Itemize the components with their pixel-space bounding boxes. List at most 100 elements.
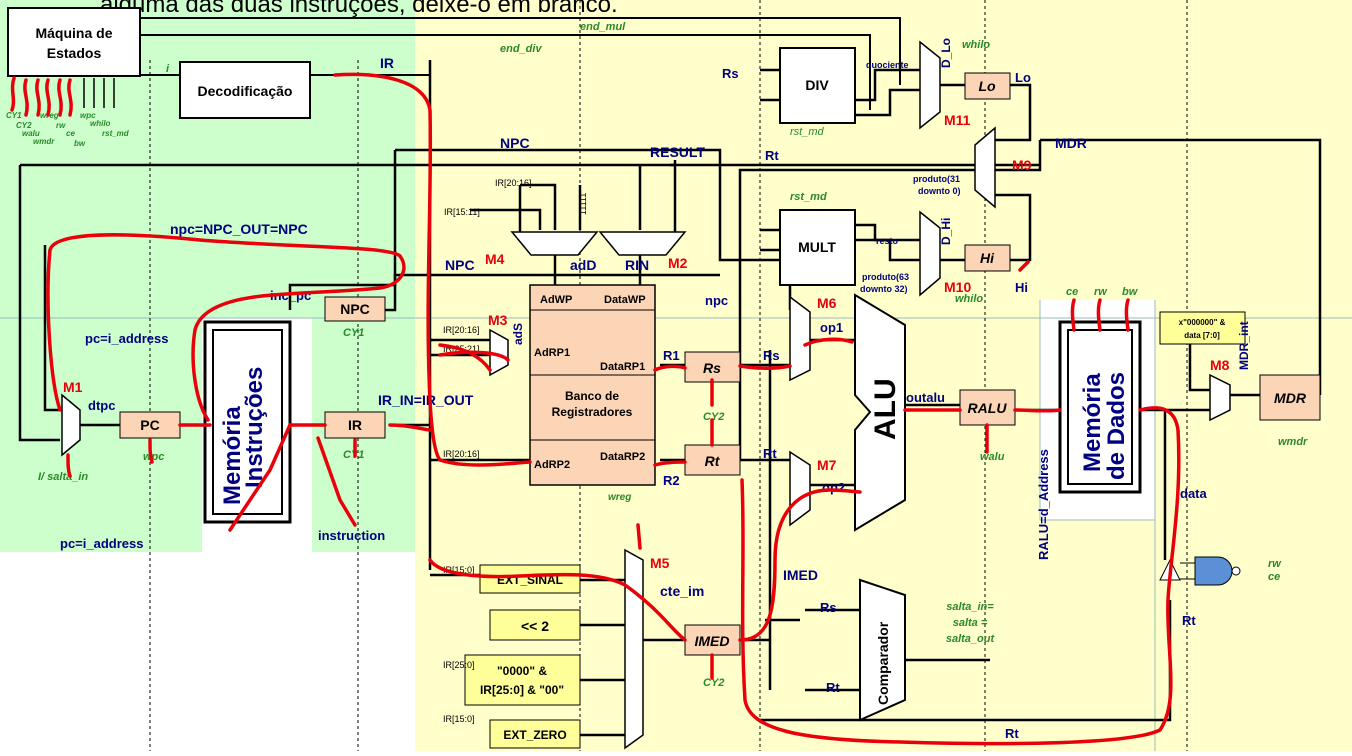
sig-rt-bottom: Rt bbox=[1005, 726, 1019, 741]
sig-result: RESULT bbox=[650, 144, 705, 160]
ctl-wreg: wreg bbox=[608, 492, 631, 503]
sig-resto: resto bbox=[876, 236, 899, 246]
ctl-rw-gate: rw bbox=[1268, 558, 1282, 570]
ctl-wmdr: wmdr bbox=[1278, 436, 1308, 448]
fsm-block: Máquina de Estados bbox=[8, 8, 140, 76]
sig-mdr-int: MDR_int bbox=[1237, 321, 1251, 370]
ctl-cy2-imed: CY2 bbox=[703, 677, 724, 689]
bank-datawp: DataWP bbox=[604, 294, 646, 306]
fsm-out-wmdr: wmdr bbox=[33, 137, 55, 146]
bit-ir250: IR[25:0] bbox=[443, 660, 475, 670]
sig-npc-small: npc bbox=[705, 293, 728, 308]
sig-rs-line: Rs bbox=[763, 348, 780, 363]
mux-label-m7: M7 bbox=[817, 457, 837, 473]
instruction-memory: Memória Instruções bbox=[205, 322, 290, 522]
mux-label-m11: M11 bbox=[944, 112, 971, 128]
sig-dtpc: dtpc bbox=[88, 398, 115, 413]
sig-outalu: outalu bbox=[906, 390, 945, 405]
shift-label: << 2 bbox=[521, 618, 549, 634]
bit-ir2016: IR[20:16] bbox=[495, 178, 532, 188]
mux-label-m3: M3 bbox=[488, 312, 508, 328]
mult-label: MULT bbox=[798, 239, 836, 255]
bank-adrp2: AdRP2 bbox=[534, 459, 570, 471]
fsm-out-rst-md: rst_md bbox=[102, 129, 130, 138]
reg-rt: Rt bbox=[705, 453, 721, 469]
reg-rs: Rs bbox=[703, 360, 721, 376]
ctl-ce-gate: ce bbox=[1268, 571, 1280, 583]
ctl-rw: rw bbox=[1094, 286, 1108, 298]
bank-title-2: Registradores bbox=[552, 405, 633, 419]
sig-ir-in: IR_IN=IR_OUT bbox=[378, 392, 474, 408]
fsm-out-whilo: whilo bbox=[90, 119, 111, 128]
salta-3: salta_out bbox=[946, 633, 996, 645]
sig-ralu-addr: RALU=d_Address bbox=[1036, 449, 1051, 560]
imem-line2: Instruções bbox=[241, 367, 268, 488]
sig-pc-addr-bottom: pc=i_address bbox=[60, 536, 143, 551]
fsm-out-bw: bw bbox=[74, 139, 86, 148]
sig-op2: op2 bbox=[822, 480, 845, 495]
mux-label-m2: M2 bbox=[668, 255, 688, 271]
ctl-rst-md-div: rst_md bbox=[790, 126, 825, 138]
comparator-block: Comparador bbox=[860, 580, 905, 720]
ctl-walu: walu bbox=[980, 451, 1005, 463]
div-label: DIV bbox=[805, 77, 829, 93]
ctl-rst-md-mult: rst_md bbox=[790, 191, 827, 203]
comparator-label: Comparador bbox=[875, 621, 891, 705]
reg-hi: Hi bbox=[980, 250, 995, 266]
bit-ir2016-b: IR[20:16] bbox=[443, 325, 480, 335]
sig-imed: IMED bbox=[783, 567, 818, 583]
sig-ads: adS bbox=[511, 323, 525, 345]
concat-label-1: "0000" & bbox=[497, 664, 547, 678]
sig-prod-high-2: downto 32) bbox=[860, 284, 908, 294]
sig-rt-right: Rt bbox=[1182, 613, 1196, 628]
fsm-title-line2: Estados bbox=[47, 45, 102, 61]
sig-add: adD bbox=[570, 257, 596, 273]
mdr-const-2: data [7:0] bbox=[1184, 331, 1220, 340]
dmem-line2: de Dados bbox=[1103, 372, 1130, 480]
sig-rt-comp: Rt bbox=[826, 680, 840, 695]
sig-pc-addr-top: pc=i_address bbox=[85, 331, 168, 346]
mux-label-m9: M9 bbox=[1012, 157, 1032, 173]
sig-rt-div: Rt bbox=[765, 148, 779, 163]
sig-d-hi: D_Hi bbox=[939, 218, 953, 245]
sig-rt-line: Rt bbox=[763, 446, 777, 461]
reg-npc: NPC bbox=[340, 301, 370, 317]
sig-ir: IR bbox=[380, 55, 394, 71]
ctl-whilo-top: whilo bbox=[962, 39, 990, 51]
fsm-title-line1: Máquina de bbox=[35, 25, 112, 41]
fsm-out-cy1: CY1 bbox=[6, 111, 22, 120]
data-memory: Memória de Dados bbox=[1060, 322, 1140, 492]
reg-pc: PC bbox=[140, 417, 159, 433]
sig-instruction: instruction bbox=[318, 528, 385, 543]
salta-1: salta_in= bbox=[946, 601, 994, 613]
bank-title-1: Banco de bbox=[565, 389, 619, 403]
sig-prod-low-2: downto 0) bbox=[918, 186, 961, 196]
sig-rin: RIN bbox=[625, 257, 649, 273]
sig-rs-div: Rs bbox=[722, 66, 739, 81]
concat-label-2: IR[25:0] & "00" bbox=[480, 683, 564, 697]
reg-ralu: RALU bbox=[968, 400, 1008, 416]
mux-label-m8: M8 bbox=[1210, 357, 1230, 373]
sig-data: data bbox=[1180, 486, 1208, 501]
sig-quociente: quociente bbox=[866, 60, 909, 70]
bank-adwp: AdWP bbox=[540, 294, 572, 306]
ctl-bw: bw bbox=[1122, 286, 1139, 298]
decoder-label: Decodificação bbox=[198, 83, 293, 99]
ctl-cy1-npc: CY1 bbox=[343, 327, 364, 339]
sig-d-lo: D_Lo bbox=[939, 38, 953, 68]
ext-zero-label: EXT_ZERO bbox=[503, 728, 566, 742]
mux-label-m5: M5 bbox=[650, 555, 670, 571]
sig-op1: op1 bbox=[820, 320, 843, 335]
reg-lo: Lo bbox=[978, 78, 996, 94]
mux-label-m6: M6 bbox=[817, 295, 837, 311]
reg-imed: IMED bbox=[695, 633, 730, 649]
ctl-end-div: end_div bbox=[500, 43, 542, 55]
reg-ir: IR bbox=[348, 417, 362, 433]
ctl-ce: ce bbox=[1066, 286, 1078, 298]
decoder-block: Decodificação bbox=[180, 62, 310, 118]
sig-npc-eq: npc=NPC_OUT=NPC bbox=[170, 221, 308, 237]
bank-datarp2: DataRP2 bbox=[600, 451, 645, 463]
bank-adrp1: AdRP1 bbox=[534, 347, 570, 359]
